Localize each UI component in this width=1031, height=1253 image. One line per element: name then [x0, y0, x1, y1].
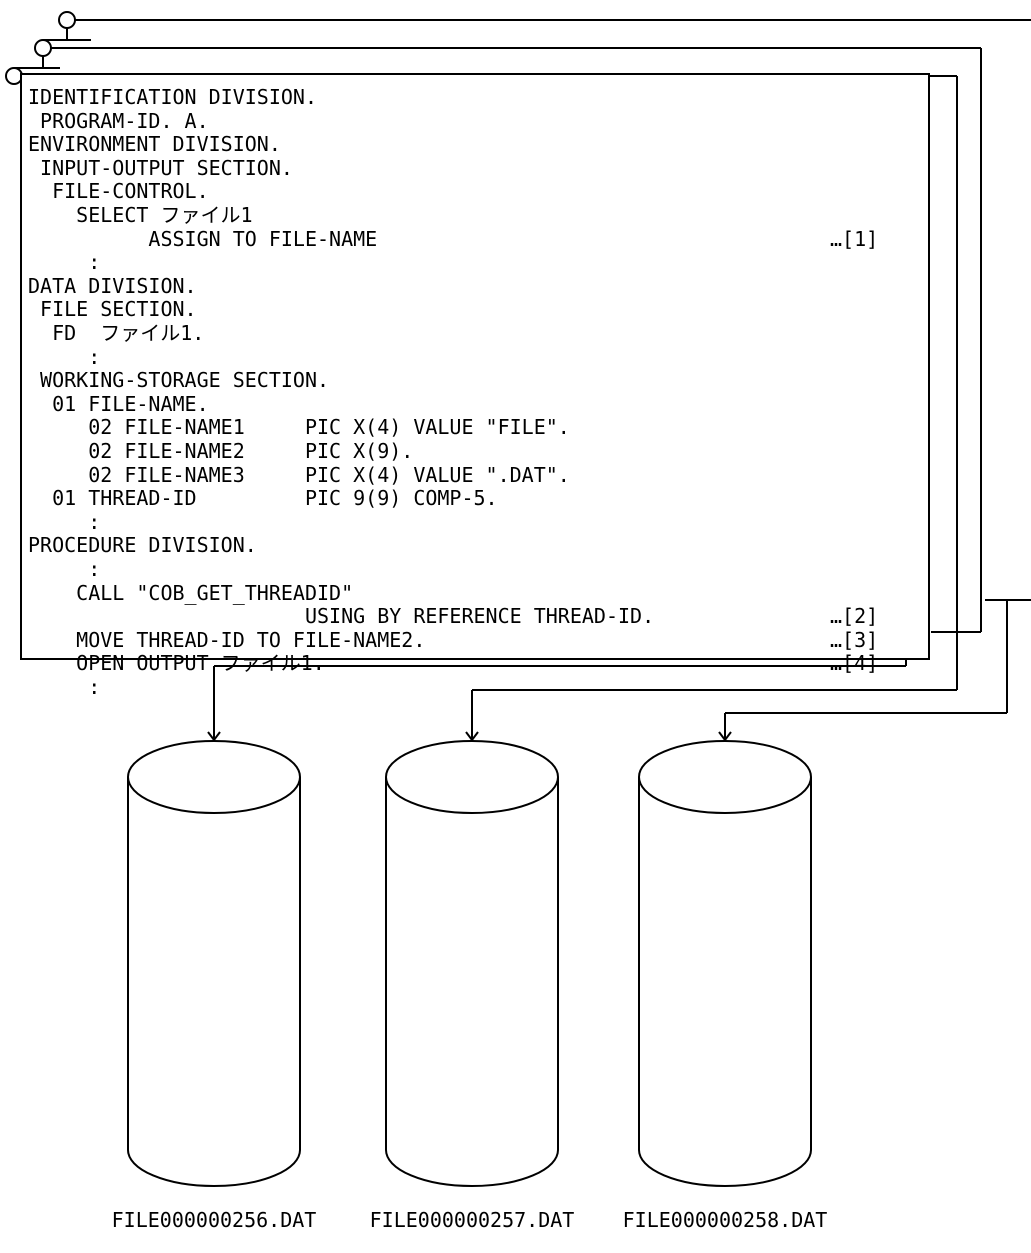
code-line: 02 FILE-NAME3 PIC X(4) VALUE ".DAT".: [28, 462, 570, 487]
code-line: PROCEDURE DIVISION.: [28, 533, 257, 558]
code-line: FILE SECTION.: [28, 297, 197, 322]
code-line: 01 FILE-NAME.: [28, 391, 209, 416]
thread-marker-3: [58, 11, 76, 29]
step-reference-label: …[2]: [830, 604, 879, 629]
code-line: USING BY REFERENCE THREAD-ID.: [28, 604, 655, 629]
cobol-source-panel: IDENTIFICATION DIVISION. PROGRAM-ID. A.E…: [20, 73, 930, 699]
code-line: :: [28, 344, 101, 369]
code-line: :: [28, 557, 101, 581]
step-reference-label: …[1]: [830, 226, 879, 251]
code-line: 02 FILE-NAME2 PIC X(9).: [28, 439, 414, 463]
file-label-3: FILE000000258.DAT: [622, 1208, 828, 1232]
file-label-2: FILE000000257.DAT: [369, 1208, 575, 1232]
code-line: SELECT ファイル1: [28, 203, 253, 227]
code-line: DATA DIVISION.: [28, 273, 197, 298]
thread-marker-2: [34, 39, 52, 57]
code-line: INPUT-OUTPUT SECTION.: [28, 155, 293, 180]
code-line: :: [28, 675, 101, 699]
file-cylinder-1: [127, 740, 301, 1187]
step-reference-label: …[3]: [830, 627, 879, 652]
code-line: FILE-CONTROL.: [28, 179, 209, 204]
code-line: IDENTIFICATION DIVISION.: [28, 85, 317, 109]
code-line: OPEN OUTPUT ファイル1.: [28, 651, 325, 676]
code-line: :: [28, 509, 101, 534]
code-line: PROGRAM-ID. A.: [28, 108, 209, 133]
file-cylinder-2: [385, 740, 559, 1187]
file-cylinder-3: [638, 740, 812, 1187]
code-line: CALL "COB_GET_THREADID": [28, 580, 354, 605]
code-line: WORKING-STORAGE SECTION.: [28, 368, 330, 393]
code-line: 01 THREAD-ID PIC 9(9) COMP-5.: [28, 486, 498, 511]
step-reference-label: …[4]: [830, 651, 879, 676]
code-line: ENVIRONMENT DIVISION.: [28, 132, 281, 157]
code-line: :: [28, 250, 101, 275]
code-line: MOVE THREAD-ID TO FILE-NAME2.: [28, 627, 426, 652]
code-line: ASSIGN TO FILE-NAME: [28, 226, 378, 251]
code-line: 02 FILE-NAME1 PIC X(4) VALUE "FILE".: [28, 415, 570, 440]
file-label-1: FILE000000256.DAT: [111, 1208, 317, 1232]
code-line: FD ファイル1.: [28, 321, 205, 345]
